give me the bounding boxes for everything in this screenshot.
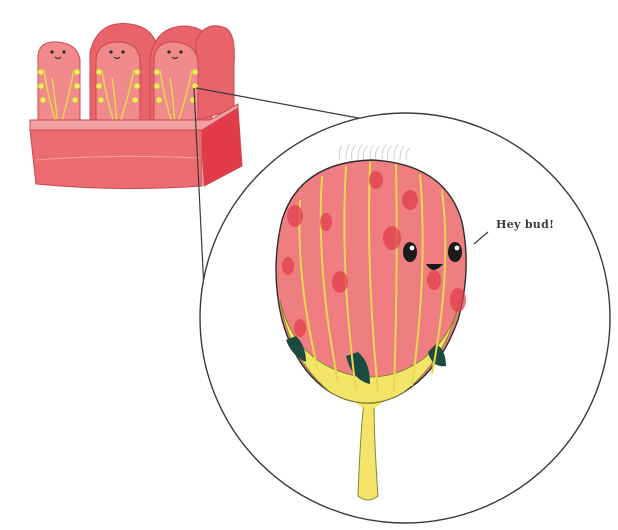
tissue-block bbox=[29, 23, 243, 190]
papilla bbox=[37, 41, 81, 131]
block-front bbox=[29, 129, 203, 190]
speech-line bbox=[473, 231, 489, 245]
taste-bud-character bbox=[275, 143, 467, 501]
bud-cells bbox=[298, 161, 447, 393]
bud-spots bbox=[282, 171, 466, 337]
block-nerve-line bbox=[35, 155, 201, 161]
support-cell bbox=[428, 344, 446, 367]
zoom-lines bbox=[193, 87, 381, 311]
support-cell bbox=[286, 336, 306, 362]
taste-hairs bbox=[338, 143, 411, 161]
papilla-face bbox=[109, 50, 125, 60]
papilla-face bbox=[50, 50, 66, 60]
papilla bbox=[153, 41, 199, 131]
papilla-back bbox=[195, 25, 235, 121]
speech-text: Hey bud! bbox=[496, 218, 554, 231]
papilla-face bbox=[167, 50, 183, 60]
papilla bbox=[95, 41, 141, 131]
nerve-stalk bbox=[357, 399, 379, 501]
block-side bbox=[201, 107, 243, 187]
smiley-face-icon bbox=[403, 242, 462, 270]
